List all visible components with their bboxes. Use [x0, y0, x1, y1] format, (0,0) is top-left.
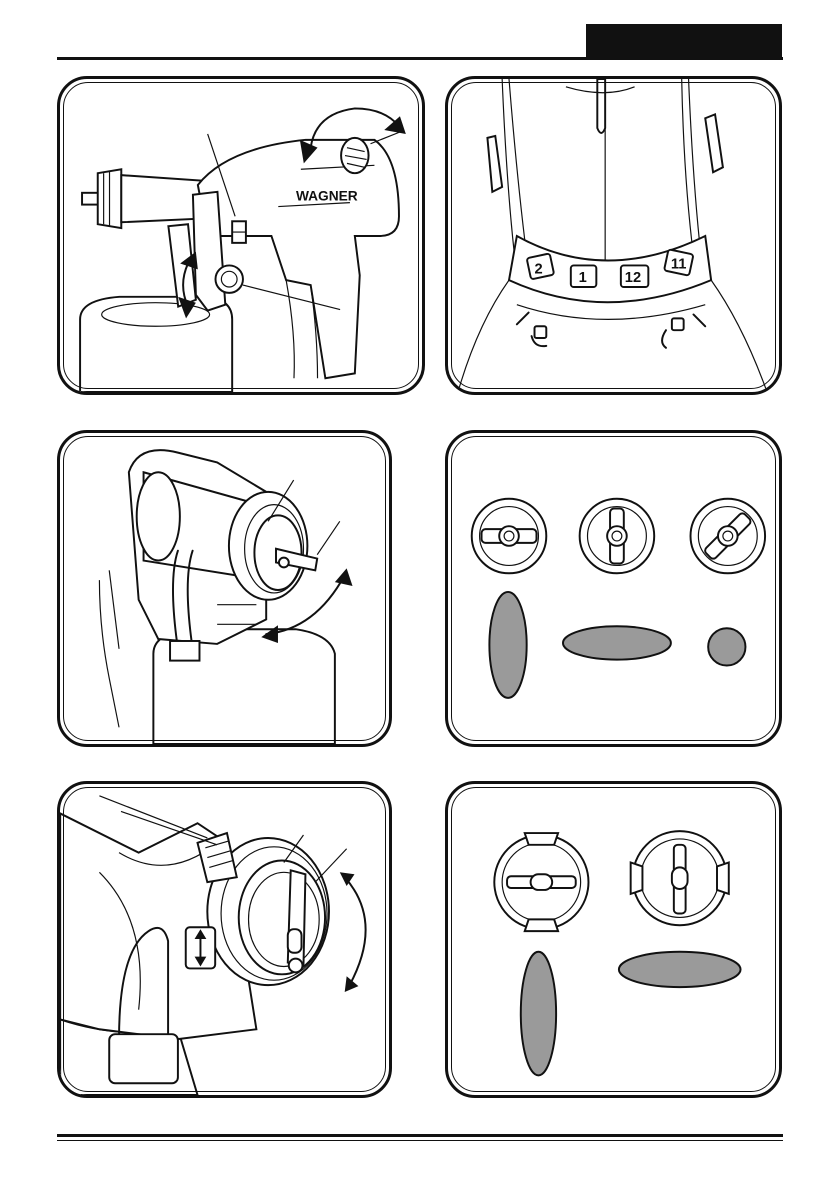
figure-dial-settings: 2 1 12 11 — [445, 76, 782, 395]
unlock-icon — [662, 314, 705, 347]
air-cap-position-a — [494, 833, 588, 931]
air-cap-lock-illustration — [60, 784, 389, 1095]
air-cap-vertical-pattern — [472, 499, 547, 574]
round-spray-pattern — [708, 628, 745, 665]
rotate-arrow-icon — [345, 877, 366, 985]
header-rule — [57, 57, 783, 60]
dial-number-2: 1 — [579, 270, 587, 286]
horizontal-spray-pattern — [619, 952, 741, 987]
footer-rule — [57, 1134, 783, 1137]
dial-illustration: 2 1 12 11 — [448, 79, 779, 392]
spray-pattern-illustration — [448, 433, 779, 744]
figure-spray-patterns — [445, 430, 782, 747]
flow-control-knob — [215, 265, 242, 292]
vertical-spray-pattern — [521, 952, 556, 1076]
header-black-tab — [586, 24, 782, 58]
figure-spray-gun-side: WAGNER — [57, 76, 425, 395]
horizontal-spray-pattern — [563, 626, 671, 659]
footer-rule-thin — [57, 1140, 783, 1141]
cap-position-illustration — [448, 784, 779, 1095]
brand-logo: WAGNER — [296, 189, 358, 204]
dial-number-4: 11 — [671, 256, 687, 272]
air-cap-round-pattern — [691, 499, 766, 574]
air-cap-illustration — [60, 433, 389, 744]
air-cap-horizontal-pattern — [580, 499, 655, 574]
figure-air-cap-rotation — [57, 430, 392, 747]
dial-number-3: 12 — [625, 270, 641, 286]
lock-icon — [517, 313, 546, 347]
dial-number-1: 2 — [535, 261, 543, 277]
air-cap-front — [239, 861, 325, 975]
figure-air-cap-lock — [57, 781, 392, 1098]
vertical-spray-pattern — [489, 592, 526, 698]
spray-gun-illustration: WAGNER — [60, 79, 422, 392]
air-cap-position-b — [631, 831, 729, 925]
figure-cap-positions — [445, 781, 782, 1098]
